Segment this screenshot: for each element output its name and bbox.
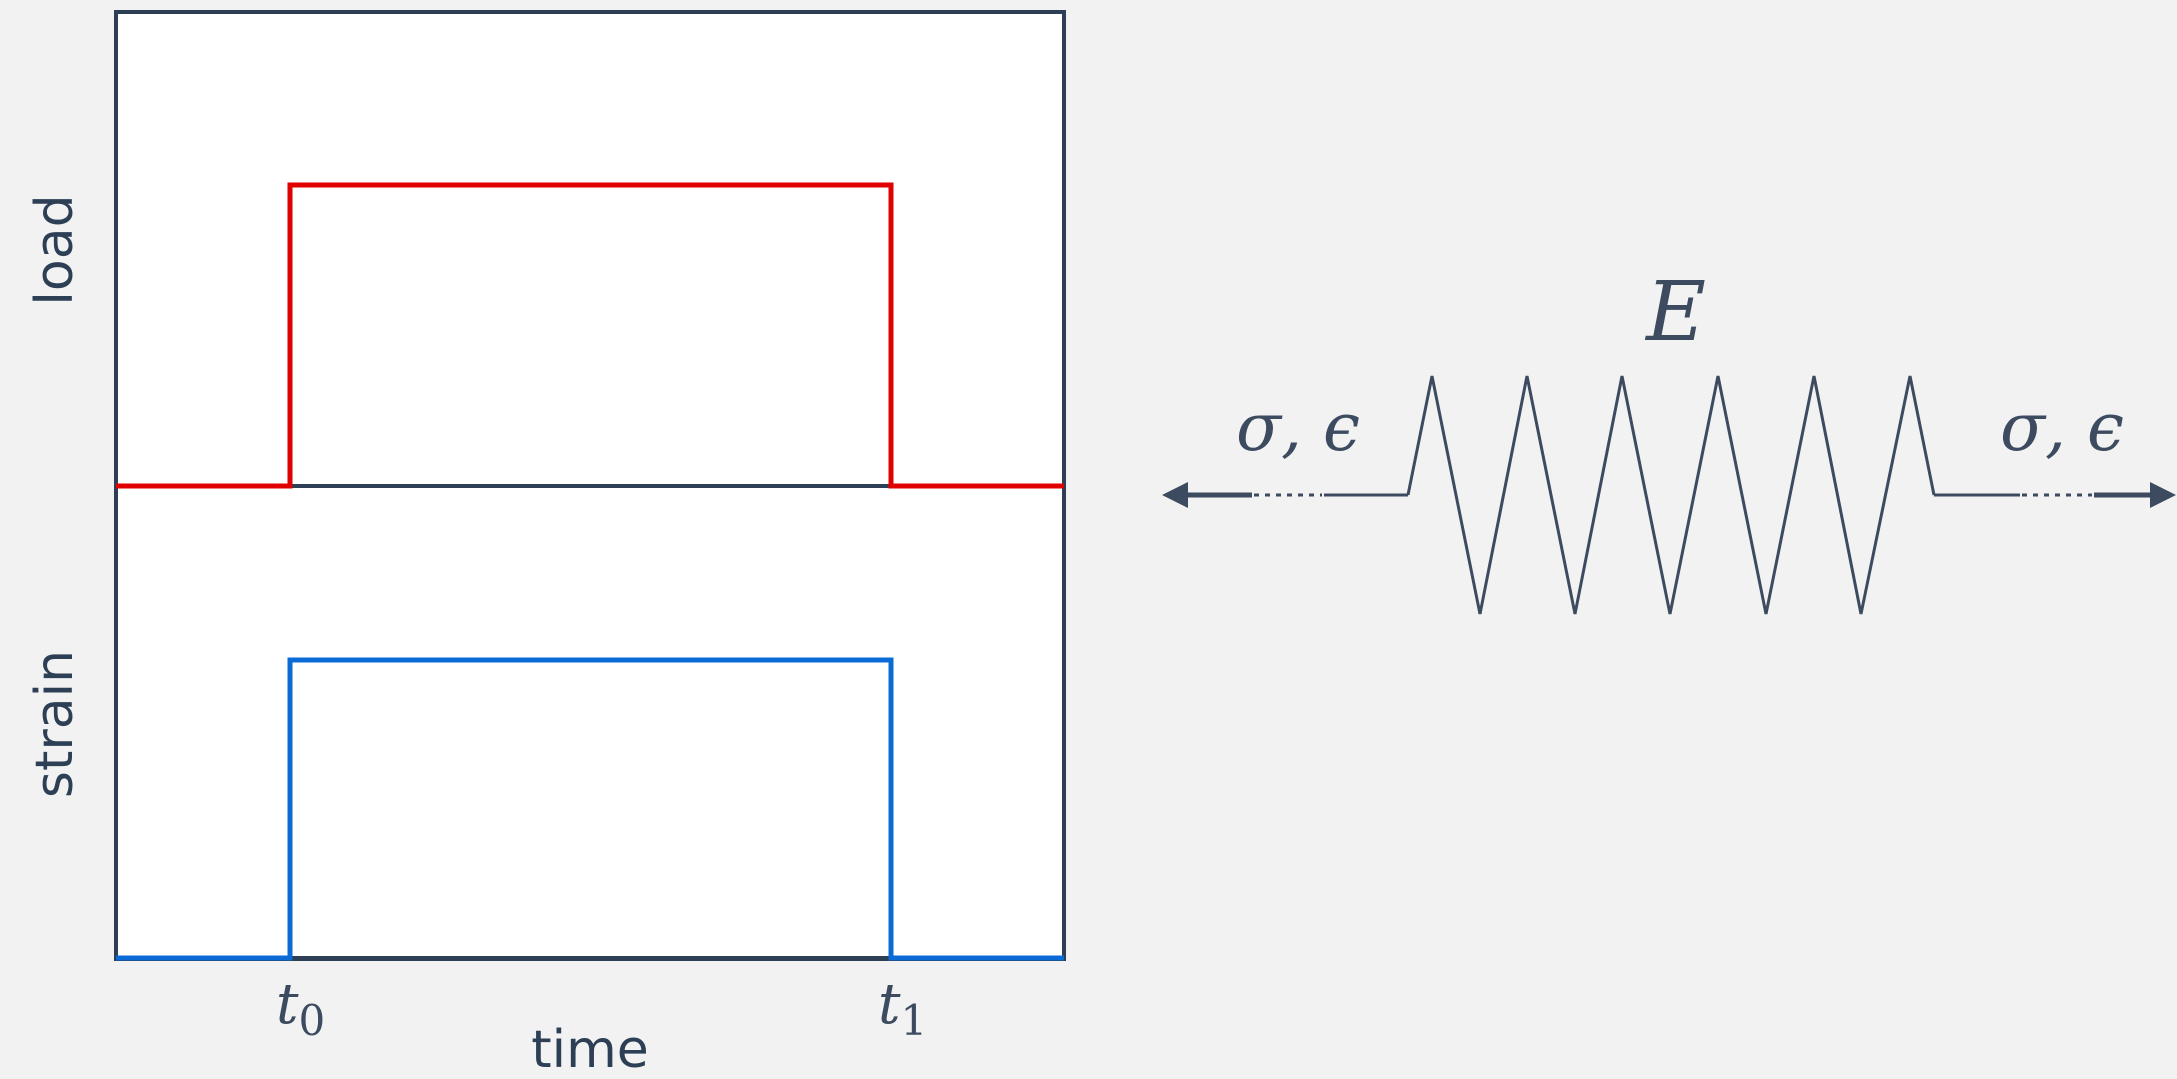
time-plot: load strain time t0 t1 bbox=[25, 10, 1066, 1079]
strain-curve bbox=[116, 657, 1064, 961]
right-arrow-head bbox=[2150, 482, 2176, 508]
right-stress-strain-label: σ, ϵ bbox=[2000, 389, 2124, 466]
left-stress-strain-label: σ, ϵ bbox=[1236, 389, 1360, 466]
time-axis-label: time bbox=[531, 1020, 648, 1079]
tick-t1-base: t bbox=[878, 972, 901, 1037]
tick-t0-base: t bbox=[276, 972, 299, 1037]
tick-label-t1: t1 bbox=[878, 972, 927, 1045]
modulus-label: E bbox=[1644, 265, 1706, 360]
left-arrow-head bbox=[1162, 482, 1188, 508]
load-curve bbox=[116, 182, 1064, 489]
tick-label-t0: t0 bbox=[276, 972, 325, 1045]
strain-axis-label: strain bbox=[25, 650, 85, 798]
tick-t0-sub: 0 bbox=[299, 996, 326, 1045]
load-axis-label: load bbox=[25, 194, 85, 305]
spring-diagram: E σ, ϵ σ, ϵ bbox=[1162, 265, 2176, 615]
tick-t1-sub: 1 bbox=[901, 996, 928, 1045]
spring-zigzag bbox=[1406, 375, 1936, 615]
